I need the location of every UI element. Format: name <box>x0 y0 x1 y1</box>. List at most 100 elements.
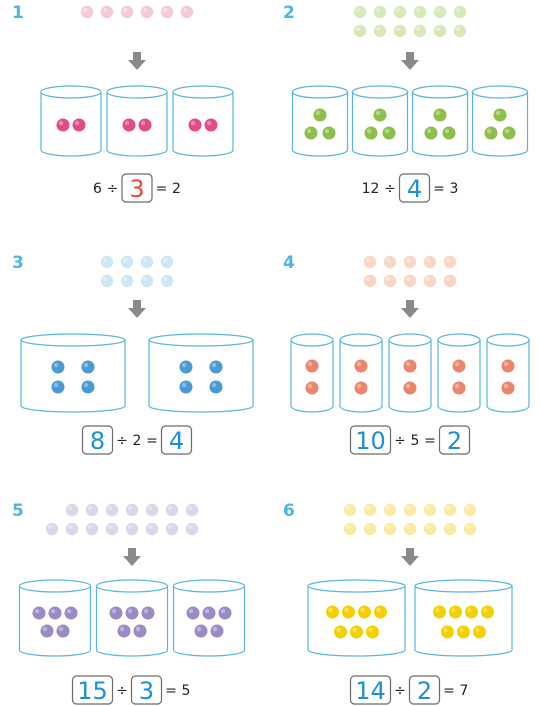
cup-dot <box>211 625 224 638</box>
cup-dot <box>57 119 70 132</box>
loose-dot-shine <box>68 506 72 510</box>
loose-dot <box>404 275 416 287</box>
cup-body <box>473 92 528 156</box>
loose-dot-shine <box>406 277 410 281</box>
loose-dot-shine <box>426 258 430 262</box>
loose-dot-shine <box>168 506 172 510</box>
loose-dot-shine <box>108 525 112 529</box>
cup-dot-shine <box>54 383 59 388</box>
cup-dot-shine <box>357 362 362 367</box>
loose-dot <box>374 6 386 18</box>
answer-box: 4 <box>162 426 192 455</box>
cup-dot <box>73 119 86 132</box>
cup-dot <box>334 626 347 639</box>
cup <box>20 580 91 656</box>
cup-dot-shine <box>475 628 480 633</box>
cup-dot-shine <box>144 609 149 614</box>
cup-dot <box>305 127 318 140</box>
cup-rim <box>308 580 405 592</box>
arrow-shaft <box>133 300 141 308</box>
cup-rim <box>438 334 480 346</box>
equation: 14÷2=7 <box>351 676 469 705</box>
loose-dot <box>384 256 396 268</box>
cup <box>340 334 382 412</box>
loose-dot-shine <box>386 258 390 262</box>
loose-dot-shine <box>108 506 112 510</box>
cup-dot-shine <box>367 129 372 134</box>
arrow-head <box>128 308 146 318</box>
cup-dot-shine <box>84 383 89 388</box>
cup-dot-shine <box>328 608 333 613</box>
equation-number: 2 <box>133 433 142 449</box>
cup-rim <box>340 334 382 346</box>
loose-dots <box>46 504 198 535</box>
cup <box>174 580 245 656</box>
loose-dot-shine <box>356 8 360 12</box>
cup-dot <box>502 382 515 395</box>
problem-6: 6 14÷2=7 <box>283 501 512 705</box>
loose-dot <box>424 256 436 268</box>
cup-dot <box>323 127 336 140</box>
loose-dots <box>81 6 193 18</box>
loose-dot-shine <box>376 27 380 31</box>
arrow-down-icon <box>128 52 146 70</box>
cup <box>415 580 512 656</box>
cup-dot-shine <box>316 111 321 116</box>
loose-dot <box>374 25 386 37</box>
cup-dot-shine <box>54 363 59 368</box>
problem-number: 4 <box>283 253 295 273</box>
problem-number: 3 <box>12 253 24 273</box>
loose-dot-shine <box>426 506 430 510</box>
cup-dot <box>139 119 152 132</box>
cup-dot <box>433 606 446 619</box>
cup-dot-shine <box>51 609 56 614</box>
loose-dot <box>166 523 178 535</box>
cup-body <box>438 340 480 412</box>
cup <box>21 334 125 412</box>
cup-dot <box>355 382 368 395</box>
loose-dot-shine <box>416 8 420 12</box>
cup-dot <box>189 119 202 132</box>
loose-dot <box>186 523 198 535</box>
cup-dot <box>306 360 319 373</box>
cup-dot <box>404 360 417 373</box>
cup-dot-shine <box>325 129 330 134</box>
answer-value: 8 <box>90 427 105 455</box>
cup-rim <box>389 334 431 346</box>
equals-sign: = <box>424 433 436 449</box>
problem-4: 410÷5=2 <box>283 253 529 455</box>
cup-dot <box>465 606 478 619</box>
equals-sign: = <box>156 181 168 197</box>
cup-dot <box>365 127 378 140</box>
loose-dot <box>404 256 416 268</box>
cup-body <box>41 92 101 156</box>
divide-sign: ÷ <box>116 683 128 699</box>
loose-dot-shine <box>123 8 127 12</box>
loose-dot <box>126 504 138 516</box>
cup-dot-shine <box>336 628 341 633</box>
cup-rim <box>107 86 167 98</box>
loose-dot-shine <box>188 525 192 529</box>
cup <box>473 86 528 156</box>
answer-box: 4 <box>400 174 430 203</box>
answer-value: 2 <box>447 427 462 455</box>
equals-sign: = <box>146 433 158 449</box>
loose-dot <box>101 275 113 287</box>
cup-rim <box>149 334 253 346</box>
loose-dot <box>444 275 456 287</box>
cup-dot <box>306 382 319 395</box>
loose-dot <box>101 6 113 18</box>
loose-dot-shine <box>456 8 460 12</box>
problem-3: 38÷2=4 <box>12 253 253 455</box>
loose-dot-shine <box>406 258 410 262</box>
loose-dot-shine <box>446 277 450 281</box>
loose-dot-shine <box>406 506 410 510</box>
loose-dot-shine <box>466 506 470 510</box>
cup-rim <box>353 86 408 98</box>
cup-dot <box>366 626 379 639</box>
answer-box: 2 <box>410 676 440 705</box>
cup-body <box>389 340 431 412</box>
cup-dot-shine <box>207 121 212 126</box>
problem-number: 6 <box>283 501 295 521</box>
loose-dot-shine <box>426 525 430 529</box>
